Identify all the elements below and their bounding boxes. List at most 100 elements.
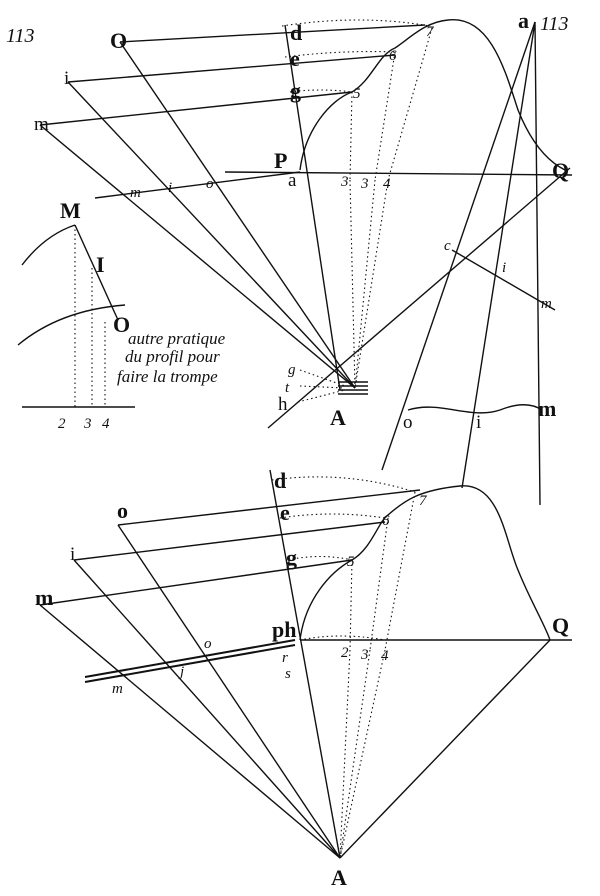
upper-label-a-small: a: [288, 170, 297, 191]
upper-label-i-mid: i: [168, 180, 172, 196]
caption-line-3: faire la trompe: [117, 367, 218, 386]
lower-dot-7: [384, 491, 416, 651]
lower-label-A: A: [331, 865, 347, 890]
upper-diagonal-o: [119, 41, 356, 389]
lower-profile-curve: [299, 485, 551, 641]
upper-label-g-small: g: [288, 362, 296, 378]
upper-label-m-bottom: m: [538, 396, 556, 421]
lower-label-d: d: [274, 468, 286, 493]
upper-line-pq: [224, 171, 573, 176]
upper-line-aq: [267, 167, 571, 429]
side-label-I: I: [96, 252, 105, 277]
upper-ray-3: [349, 179, 356, 389]
upper-label-o: O: [110, 28, 127, 53]
lower-arc-base: [299, 635, 386, 641]
caption-line-1: autre pratique: [128, 329, 226, 348]
upper-wavy-curve: [407, 404, 543, 414]
upper-label-7: 7: [426, 24, 435, 40]
lower-label-o: o: [117, 498, 128, 523]
upper-label-A: A: [330, 405, 346, 430]
side-profile-figure: M I O 2 3 4: [17, 198, 135, 432]
upper-diagonal-i: [67, 81, 356, 389]
lower-line-i: [73, 521, 386, 561]
upper-label-i-bottom: i: [476, 412, 481, 433]
upper-arc-d: [281, 19, 431, 27]
lower-label-Q: Q: [552, 613, 569, 638]
lower-label-2: 2: [341, 645, 349, 661]
upper-profile-curve: [299, 19, 566, 171]
lower-label-i: i: [70, 544, 75, 565]
upper-line-m: [39, 91, 353, 126]
upper-arc-e: [284, 51, 396, 58]
lower-line-aq: [339, 639, 551, 859]
lower-arc-d: [271, 476, 416, 493]
upper-label-4: 4: [383, 176, 391, 192]
lower-label-m-mid: m: [112, 681, 123, 697]
lower-thick-line-2: [84, 644, 296, 683]
upper-label-3: 3: [340, 174, 349, 190]
upper-arc-g: [289, 89, 353, 93]
upper-label-d: d: [290, 20, 302, 45]
side-arc-top: [21, 224, 76, 266]
upper-label-i-right: i: [502, 260, 506, 276]
lower-line-o: [117, 489, 421, 526]
upper-label-m-mid: m: [130, 185, 141, 201]
lower-label-e: e: [280, 500, 290, 525]
upper-label-6: 6: [389, 48, 397, 64]
side-label-O: O: [113, 312, 130, 337]
lower-ray-4: [339, 649, 386, 859]
upper-point-a-hatch: [338, 381, 368, 395]
upper-label-m-right: m: [541, 296, 552, 312]
upper-label-P: P: [274, 148, 287, 173]
caption-block: autre pratique du profil pour faire la t…: [117, 329, 226, 386]
lower-axis-line: [269, 469, 341, 859]
upper-line-i: [67, 54, 396, 83]
lower-arc-e: [279, 513, 386, 519]
upper-label-g: g: [290, 78, 301, 103]
side-label-M: M: [60, 198, 81, 223]
lower-construction-figure: d o e i g m ph Q A 5 6 7 2 3 4 o j m r s: [35, 468, 572, 890]
side-arc-lower: [17, 304, 126, 346]
lower-label-g: g: [286, 545, 297, 570]
upper-label-5: 5: [353, 86, 361, 102]
upper-label-a-top: a: [518, 8, 529, 33]
upper-right-line-1: [381, 21, 536, 471]
upper-right-line-3: [534, 21, 541, 506]
upper-ray-3b: [354, 179, 376, 389]
upper-ray-4: [354, 179, 389, 389]
side-line-mio: [74, 224, 119, 321]
lower-ray-2: [339, 649, 351, 859]
lower-diagonal-o: [117, 524, 341, 859]
upper-construction-figure: O i m d e g P a Q a 3 3 4 5 6 7 m i o A …: [34, 8, 573, 506]
lower-label-7: 7: [419, 493, 428, 509]
upper-dot-6: [374, 51, 396, 181]
upper-line-mio: [94, 171, 301, 199]
lower-diagonal-i: [73, 559, 341, 859]
upper-line-o: [119, 24, 426, 43]
caption-line-2: du profil pour: [125, 347, 220, 366]
upper-dot-7: [387, 27, 433, 181]
lower-dot-5: [349, 559, 353, 651]
upper-dot-5: [349, 91, 353, 181]
lower-label-o-mid: o: [204, 636, 212, 652]
upper-radial-g: [299, 369, 346, 387]
upper-label-h-small: h: [278, 394, 288, 415]
side-label-3: 3: [83, 416, 92, 432]
upper-line-cim: [451, 249, 556, 311]
lower-label-6: 6: [382, 513, 390, 529]
lower-arc-g: [287, 555, 353, 561]
upper-label-t-small: t: [285, 380, 290, 396]
upper-label-i: i: [64, 68, 69, 89]
upper-right-line-2: [461, 21, 536, 489]
upper-label-o-bottom: o: [403, 412, 413, 433]
lower-line-m: [39, 559, 353, 606]
lower-label-5: 5: [347, 554, 355, 570]
lower-label-r-small: r: [282, 650, 288, 666]
upper-label-Q: Q: [552, 158, 569, 183]
upper-label-m: m: [34, 114, 49, 135]
upper-label-c-right: c: [444, 238, 451, 254]
upper-label-3b: 3: [360, 176, 369, 192]
lower-label-s-small: s: [285, 666, 291, 682]
lower-label-ph: ph: [272, 617, 296, 642]
